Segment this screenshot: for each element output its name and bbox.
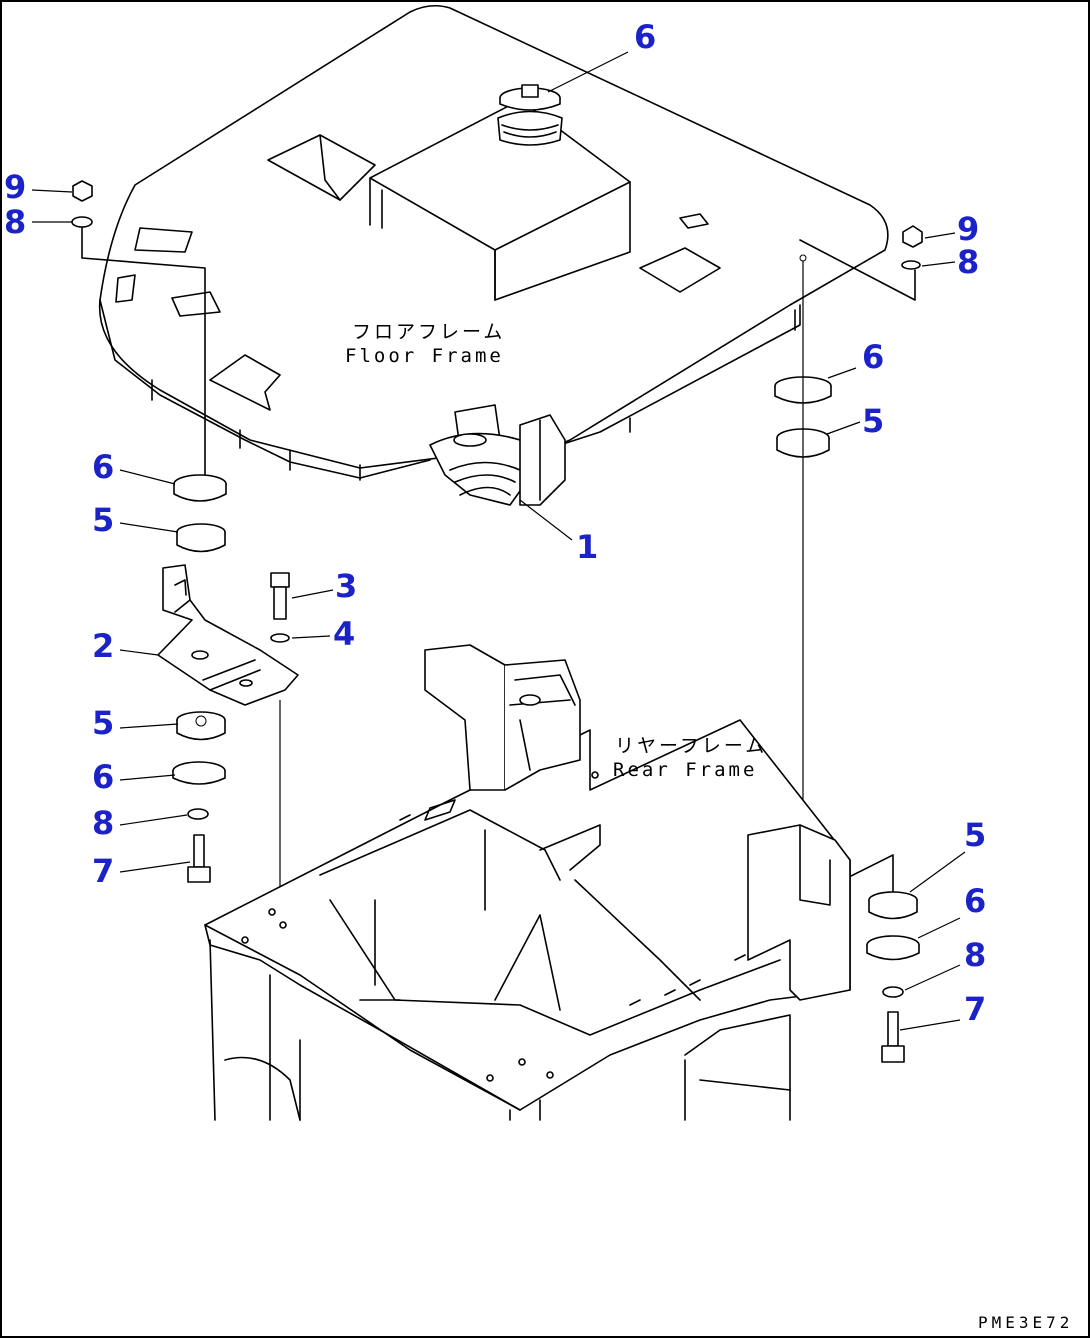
callout-3: 3 bbox=[335, 567, 357, 605]
floor-frame-jp-label: フロアフレーム bbox=[352, 321, 505, 343]
callout-6-left-lower: 6 bbox=[92, 758, 114, 796]
right-upper-parts bbox=[774, 225, 923, 900]
callout-8-right-lower: 8 bbox=[964, 936, 986, 974]
callout-5-right-upper: 5 bbox=[862, 402, 884, 440]
leader-lines bbox=[31, 51, 966, 1031]
washer-icon bbox=[71, 216, 93, 228]
callout-9-right: 9 bbox=[957, 210, 979, 248]
top-mount bbox=[497, 84, 563, 146]
callout-7-left: 7 bbox=[92, 852, 114, 890]
callout-5-left-lower: 5 bbox=[92, 704, 114, 742]
callout-1: 1 bbox=[576, 528, 598, 566]
callout-6-top: 6 bbox=[634, 18, 656, 56]
callout-8-right: 8 bbox=[957, 243, 979, 281]
callout-4: 4 bbox=[333, 615, 355, 653]
nut-icon bbox=[902, 225, 923, 248]
nut-icon bbox=[72, 180, 93, 202]
callout-2: 2 bbox=[92, 627, 114, 665]
floor-frame-en-label: Floor Frame bbox=[345, 345, 504, 367]
rear-frame bbox=[204, 644, 851, 1121]
callout-7-right: 7 bbox=[964, 990, 986, 1028]
drawing-code: PME3E72 bbox=[978, 1313, 1073, 1332]
callout-8-left: 8 bbox=[4, 203, 26, 241]
callout-5-left-upper: 5 bbox=[92, 501, 114, 539]
callout-8-left-lower: 8 bbox=[92, 804, 114, 842]
callout-5-right-lower: 5 bbox=[964, 816, 986, 854]
callout-6-right-lower: 6 bbox=[964, 882, 986, 920]
callouts: 6 9 8 9 8 6 5 6 5 1 3 4 2 5 6 8 7 5 6 8 … bbox=[4, 18, 986, 1028]
floor-frame bbox=[98, 4, 916, 506]
right-lower-parts bbox=[802, 854, 920, 1063]
callout-6-right-upper: 6 bbox=[862, 338, 884, 376]
callout-9-left: 9 bbox=[4, 168, 26, 206]
callout-6-left-upper: 6 bbox=[92, 448, 114, 486]
washer-icon bbox=[901, 260, 921, 270]
rear-frame-en-label: Rear Frame bbox=[613, 759, 757, 781]
rear-frame-jp-label: リヤーフレーム bbox=[615, 735, 767, 757]
